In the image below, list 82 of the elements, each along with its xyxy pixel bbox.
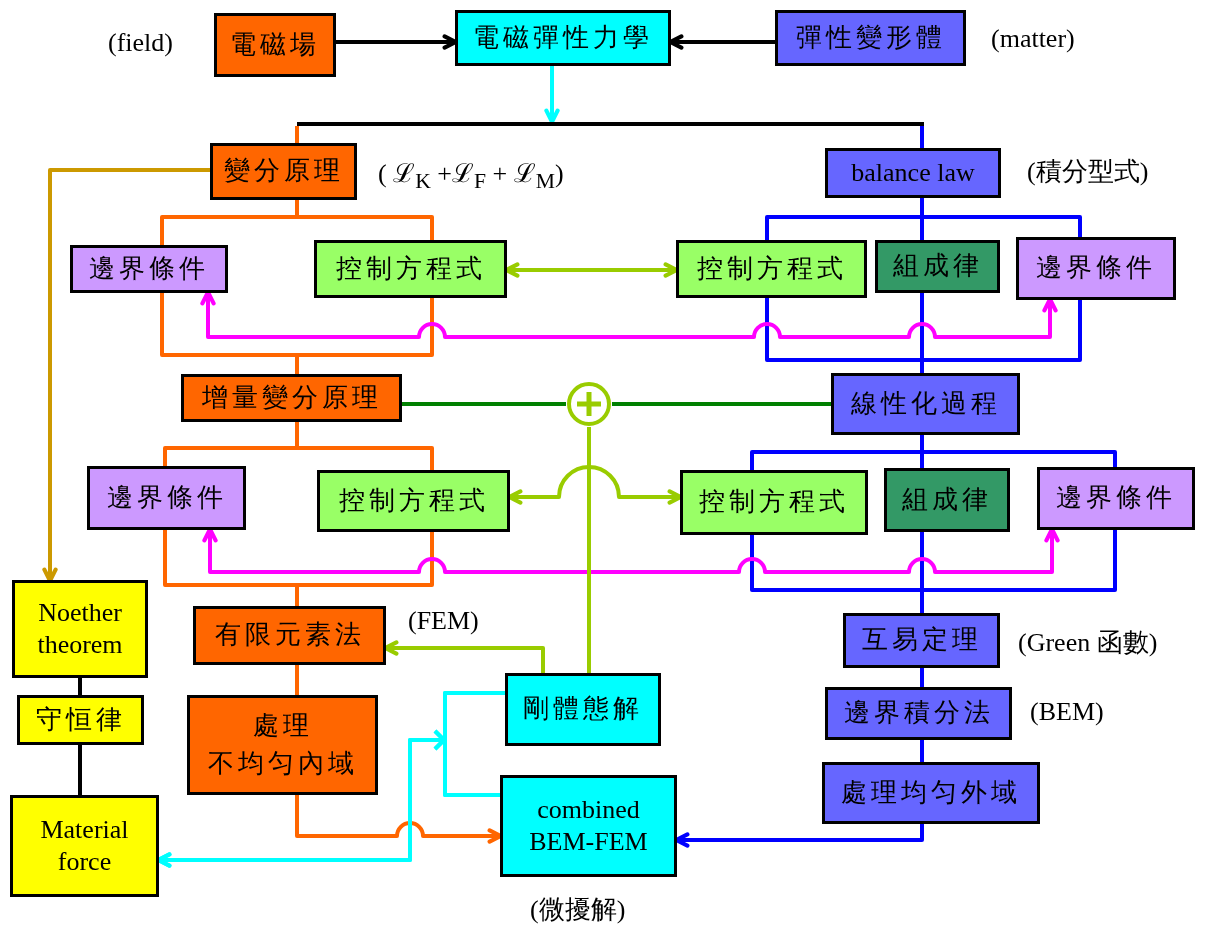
annotation-text: (微擾解)	[530, 894, 626, 926]
process-box	[505, 673, 661, 746]
process-box	[676, 240, 867, 298]
process-box	[875, 240, 1000, 293]
process-box	[214, 13, 336, 77]
box-label: 邊界條件	[1036, 252, 1156, 285]
process-box	[17, 695, 144, 745]
box-label: balance law	[851, 156, 975, 189]
process-box	[317, 470, 510, 532]
annotation-text: (field)	[108, 28, 173, 58]
box-label: 控制方程式	[338, 484, 489, 517]
connector-line	[402, 402, 566, 406]
box-label: 控制方程式	[699, 486, 849, 519]
process-box	[825, 687, 1012, 740]
connector-line	[78, 678, 82, 695]
box-label: 電磁場	[230, 28, 320, 61]
plus-circle-symbol	[566, 381, 612, 427]
box-label: Noether theorem	[36, 596, 124, 661]
box-label: 剛體態解	[523, 693, 643, 726]
connector-line	[78, 745, 82, 795]
connector-line	[920, 668, 924, 687]
connector-line	[295, 298, 434, 374]
process-box	[193, 606, 386, 665]
box-label: 有限元素法	[214, 619, 365, 652]
box-label: 控制方程式	[696, 252, 847, 285]
process-box	[822, 762, 1040, 824]
process-box	[825, 148, 1001, 198]
box-label: 處理均匀外域	[841, 776, 1021, 809]
box-label: 邊界條件	[1056, 482, 1176, 515]
annotation-text: (matter)	[991, 24, 1075, 54]
process-box	[181, 374, 402, 422]
connector-line	[295, 422, 434, 470]
connector-line	[920, 530, 1117, 613]
connector-line	[587, 427, 591, 673]
box-label: 互易定理	[861, 624, 982, 657]
connector-line	[920, 126, 924, 148]
box-label: 不均匀內域	[207, 748, 358, 780]
box-label: 邊界條件	[89, 252, 209, 285]
box-label: 控制方程式	[335, 252, 486, 285]
process-box	[843, 613, 1000, 668]
annotation-text: (Green 函數)	[1018, 627, 1158, 659]
process-box	[775, 10, 966, 66]
box-label: 處理	[252, 709, 313, 742]
connector-line	[920, 300, 1082, 373]
box-label: 線性化過程	[850, 387, 1001, 420]
process-box	[87, 466, 246, 530]
process-box	[500, 775, 677, 877]
process-box	[455, 10, 671, 66]
process-box	[1037, 467, 1195, 530]
box-label: Material force	[39, 813, 130, 878]
process-box	[1016, 237, 1176, 300]
process-box	[10, 795, 159, 897]
connector-line	[612, 402, 831, 406]
annotation-text: (積分型式)	[1027, 156, 1149, 188]
connector-line	[920, 198, 1082, 237]
process-box	[884, 468, 1010, 532]
connector-line	[920, 435, 1117, 467]
annotation-text: (BEM)	[1030, 697, 1104, 727]
box-label: 組成律	[902, 483, 992, 516]
box-label: 守恒律	[35, 703, 126, 736]
connector-line	[920, 740, 924, 762]
box-label: 邊界條件	[106, 481, 227, 514]
arrow	[544, 66, 560, 124]
process-box	[187, 695, 378, 795]
annotation-text: (FEM)	[408, 606, 479, 636]
connector-line	[295, 665, 299, 695]
process-box	[70, 245, 228, 293]
annotation-text: ( ℒ$_{K}$ +ℒ$_{F}$ + ℒ$_{M}$)	[378, 158, 564, 195]
process-box	[314, 240, 507, 298]
box-label: 增量變分原理	[201, 381, 382, 414]
process-box	[831, 373, 1020, 435]
box-label: 彈性變形體	[795, 21, 946, 54]
junction-bar	[297, 122, 924, 126]
box-label: 組成律	[892, 250, 983, 283]
box-label: 電磁彈性力學	[473, 21, 653, 54]
box-label: combined BEM-FEM	[528, 793, 649, 858]
box-label: 邊界積分法	[843, 697, 994, 730]
connector-line	[295, 126, 299, 143]
process-box	[680, 470, 868, 535]
process-box	[210, 143, 357, 200]
process-box	[12, 580, 148, 678]
box-label: 變分原理	[223, 155, 344, 188]
